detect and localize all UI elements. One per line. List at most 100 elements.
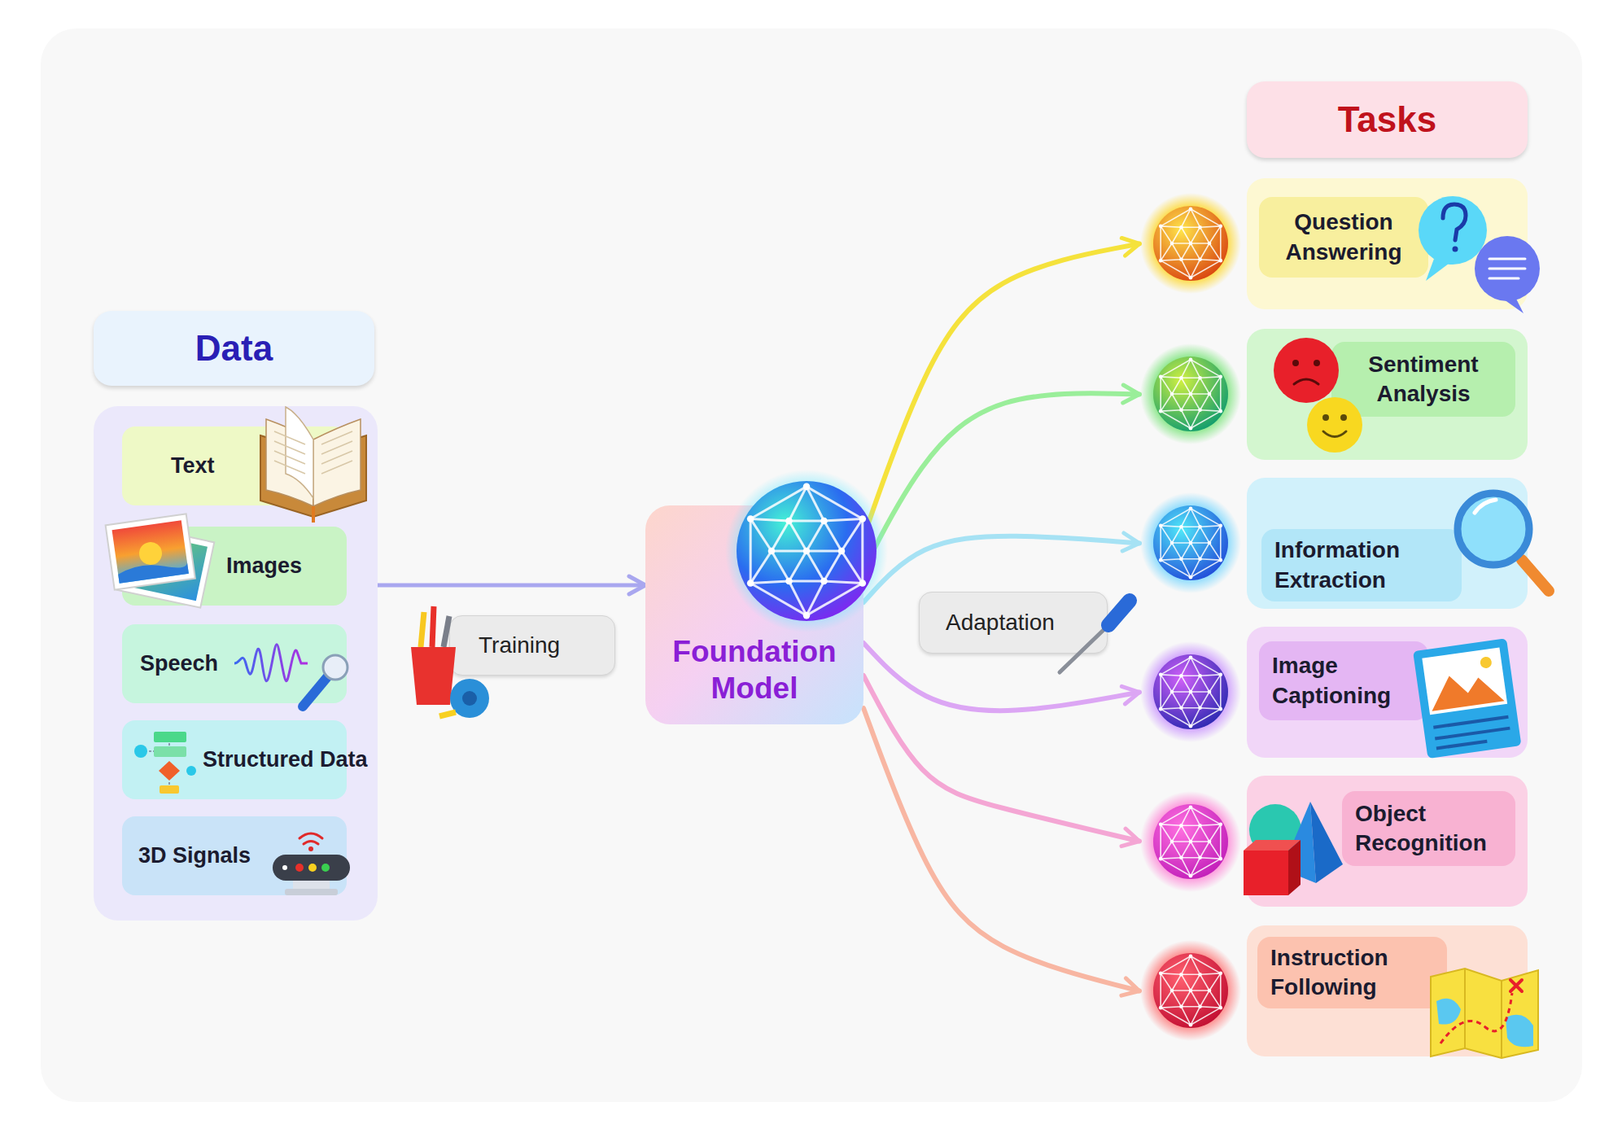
foundation-model-box: Foundation Model [645, 505, 864, 725]
task-sphere-part [1158, 953, 1223, 1027]
structured-data-icon-part [153, 746, 187, 757]
map-icon-part [1430, 968, 1539, 1058]
task-box: Image Captioning [1139, 626, 1528, 758]
images-icon-part [137, 540, 164, 567]
foundation-globe-part [725, 469, 888, 633]
book-icon-part [313, 419, 361, 507]
question-bubbles-icon-part [1489, 258, 1526, 279]
node-label: 3D Signals [138, 843, 251, 869]
training-icon-part [462, 690, 477, 706]
task-sphere-part [1153, 356, 1229, 432]
task-sphere-part [1158, 357, 1223, 430]
question-bubbles-icon [1418, 196, 1540, 314]
magnifier-icon-part [1474, 499, 1496, 513]
task-sphere-part [1140, 939, 1242, 1041]
images-icon-part [105, 513, 196, 590]
structured-data-icon-part [153, 731, 187, 743]
node-label: Sentiment Analysis [1344, 349, 1503, 410]
book-icon-part [285, 406, 314, 499]
map-icon-part [1510, 979, 1522, 992]
node-label: Tasks [1337, 99, 1438, 140]
signal-device-icon [272, 833, 350, 896]
sentiment-faces-icon-part [1322, 414, 1329, 421]
flow-arrow [863, 393, 1140, 570]
training-icon-part [439, 712, 456, 717]
training-icon-part [443, 616, 450, 647]
task-sphere-part [1153, 804, 1229, 879]
book-icon-part [266, 419, 314, 507]
structured-data-icon-part [140, 743, 170, 787]
sentiment-faces-icon-part [1313, 359, 1321, 367]
task-sphere [1140, 192, 1242, 294]
signal-device-icon-part [292, 878, 330, 891]
data-panel: DataTextImagesSpeechStructured Data 3D Si… [93, 310, 378, 921]
images-icon-part [117, 559, 189, 583]
shapes-icon-part [1243, 850, 1289, 896]
data-item: Structured Data [122, 720, 347, 800]
task-sphere-part [1140, 641, 1242, 743]
node-label: Foundation Model [652, 633, 857, 707]
signal-device-icon-part [272, 854, 350, 881]
foundation-globe-part [736, 480, 877, 621]
node-label: Data [195, 327, 273, 369]
data-item: Speech [122, 624, 347, 704]
structured-data-icon-part [186, 765, 197, 776]
task-sphere-part [1140, 492, 1242, 594]
task-sphere-part [1153, 654, 1229, 730]
data-item: 3D Signals [122, 816, 347, 896]
node-label: Object Recognition [1355, 799, 1503, 859]
sentiment-faces-icon-part [1323, 431, 1347, 438]
node-label: Image Captioning [1272, 651, 1416, 711]
task-sphere-part [1158, 506, 1223, 579]
task-box: Sentiment Analysis [1139, 328, 1528, 460]
images-icon-part [117, 524, 215, 608]
heading-pill: Data [93, 310, 375, 386]
node-label: Speech [139, 651, 219, 677]
picture-card-icon-part [1479, 655, 1493, 669]
picture-card-icon-part [1421, 646, 1508, 715]
signal-device-icon-part [284, 888, 338, 896]
structured-data-icon-part [158, 760, 180, 781]
structured-data-icon-part [159, 785, 180, 794]
task-sphere-part [1158, 655, 1223, 728]
images-icon-part [112, 520, 189, 583]
node-label: Text [170, 453, 215, 479]
task-sphere-part [1140, 343, 1242, 445]
map-icon-part [1505, 1014, 1534, 1048]
map-icon-part [1464, 968, 1502, 1058]
task-sphere-part [1153, 953, 1229, 1028]
picture-card-icon-part [1433, 716, 1512, 749]
images-icon [105, 513, 215, 608]
shapes-icon-part [1310, 801, 1343, 884]
node-label: Images [226, 553, 302, 579]
book-icon-part [260, 435, 367, 517]
question-bubbles-icon-part [1503, 297, 1524, 314]
question-bubbles-icon-part [1425, 258, 1449, 281]
flow-arrow [377, 583, 646, 588]
task-label-pill: Sentiment Analysis [1331, 341, 1516, 417]
signal-device-icon-part [295, 863, 304, 872]
signal-device-icon-part [299, 833, 323, 844]
shapes-icon [1243, 801, 1343, 896]
signal-device-icon-part [282, 865, 288, 870]
sentiment-faces-icon-part [1292, 359, 1299, 367]
task-box: Object Recognition [1139, 775, 1528, 907]
screwdriver-icon-part [1059, 628, 1106, 673]
edge-label: Training [478, 632, 560, 659]
task-sphere-part [1158, 804, 1223, 878]
signal-device-icon-part [308, 863, 317, 872]
training-icon-part [450, 678, 490, 718]
shapes-icon-part [1243, 839, 1301, 851]
picture-card-icon [1412, 638, 1522, 759]
shapes-icon-part [1249, 804, 1302, 857]
task-sphere [1140, 343, 1242, 445]
node-label: Question Answering [1272, 207, 1416, 267]
training-icon [410, 606, 490, 718]
task-label-pill: Information Extraction [1261, 528, 1462, 602]
sentiment-faces-icon-part [1307, 397, 1363, 453]
task-sphere-part [1158, 206, 1223, 280]
sentiment-faces-icon-part [1340, 414, 1347, 421]
task-box: Instruction Following [1139, 925, 1528, 1057]
speech-icon-part [234, 644, 308, 682]
task-label-pill: Object Recognition [1342, 791, 1516, 866]
